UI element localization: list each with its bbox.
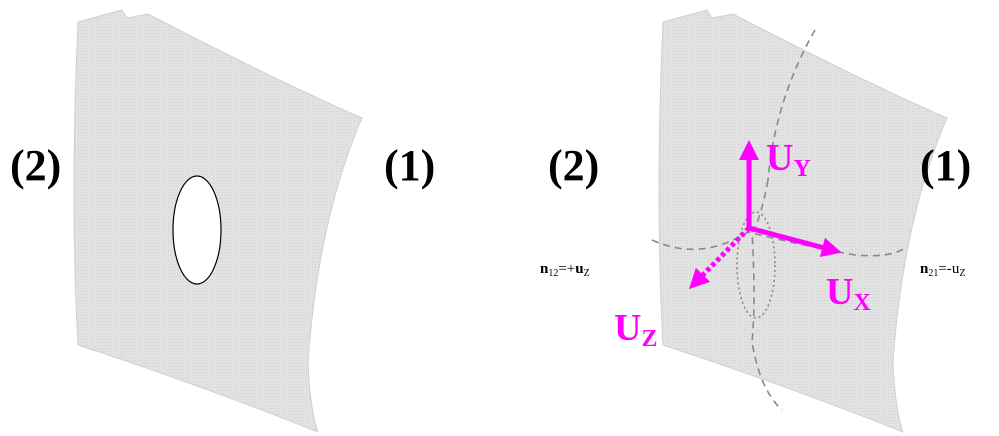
ux-axis-arrow bbox=[748, 225, 842, 258]
dashed-horizontal-curve bbox=[651, 231, 906, 257]
right-panel: (2) (1) n12=+uZ n21=-uZ UY UX UZ bbox=[540, 9, 971, 433]
right-side-label-1: (1) bbox=[920, 141, 971, 190]
uz-axis-arrow bbox=[688, 226, 751, 290]
dashed-vertical-curve bbox=[751, 179, 783, 411]
uz-axis-label: UZ bbox=[614, 307, 657, 352]
left-panel: (2) (1) bbox=[10, 9, 435, 433]
ux-axis-label: UX bbox=[826, 271, 871, 316]
uy-axis-label: UY bbox=[766, 137, 811, 182]
normal-21-label: n21=-uZ bbox=[920, 261, 965, 279]
normal-12-label: n12=+uZ bbox=[540, 261, 590, 279]
left-hole bbox=[172, 175, 222, 285]
dashed-upper-curve bbox=[767, 29, 816, 181]
right-surface bbox=[658, 9, 948, 433]
right-side-label-2: (2) bbox=[548, 141, 599, 190]
left-side-label-1: (1) bbox=[384, 141, 435, 190]
left-side-label-2: (2) bbox=[10, 141, 61, 190]
dotted-hole-outline bbox=[736, 211, 776, 319]
